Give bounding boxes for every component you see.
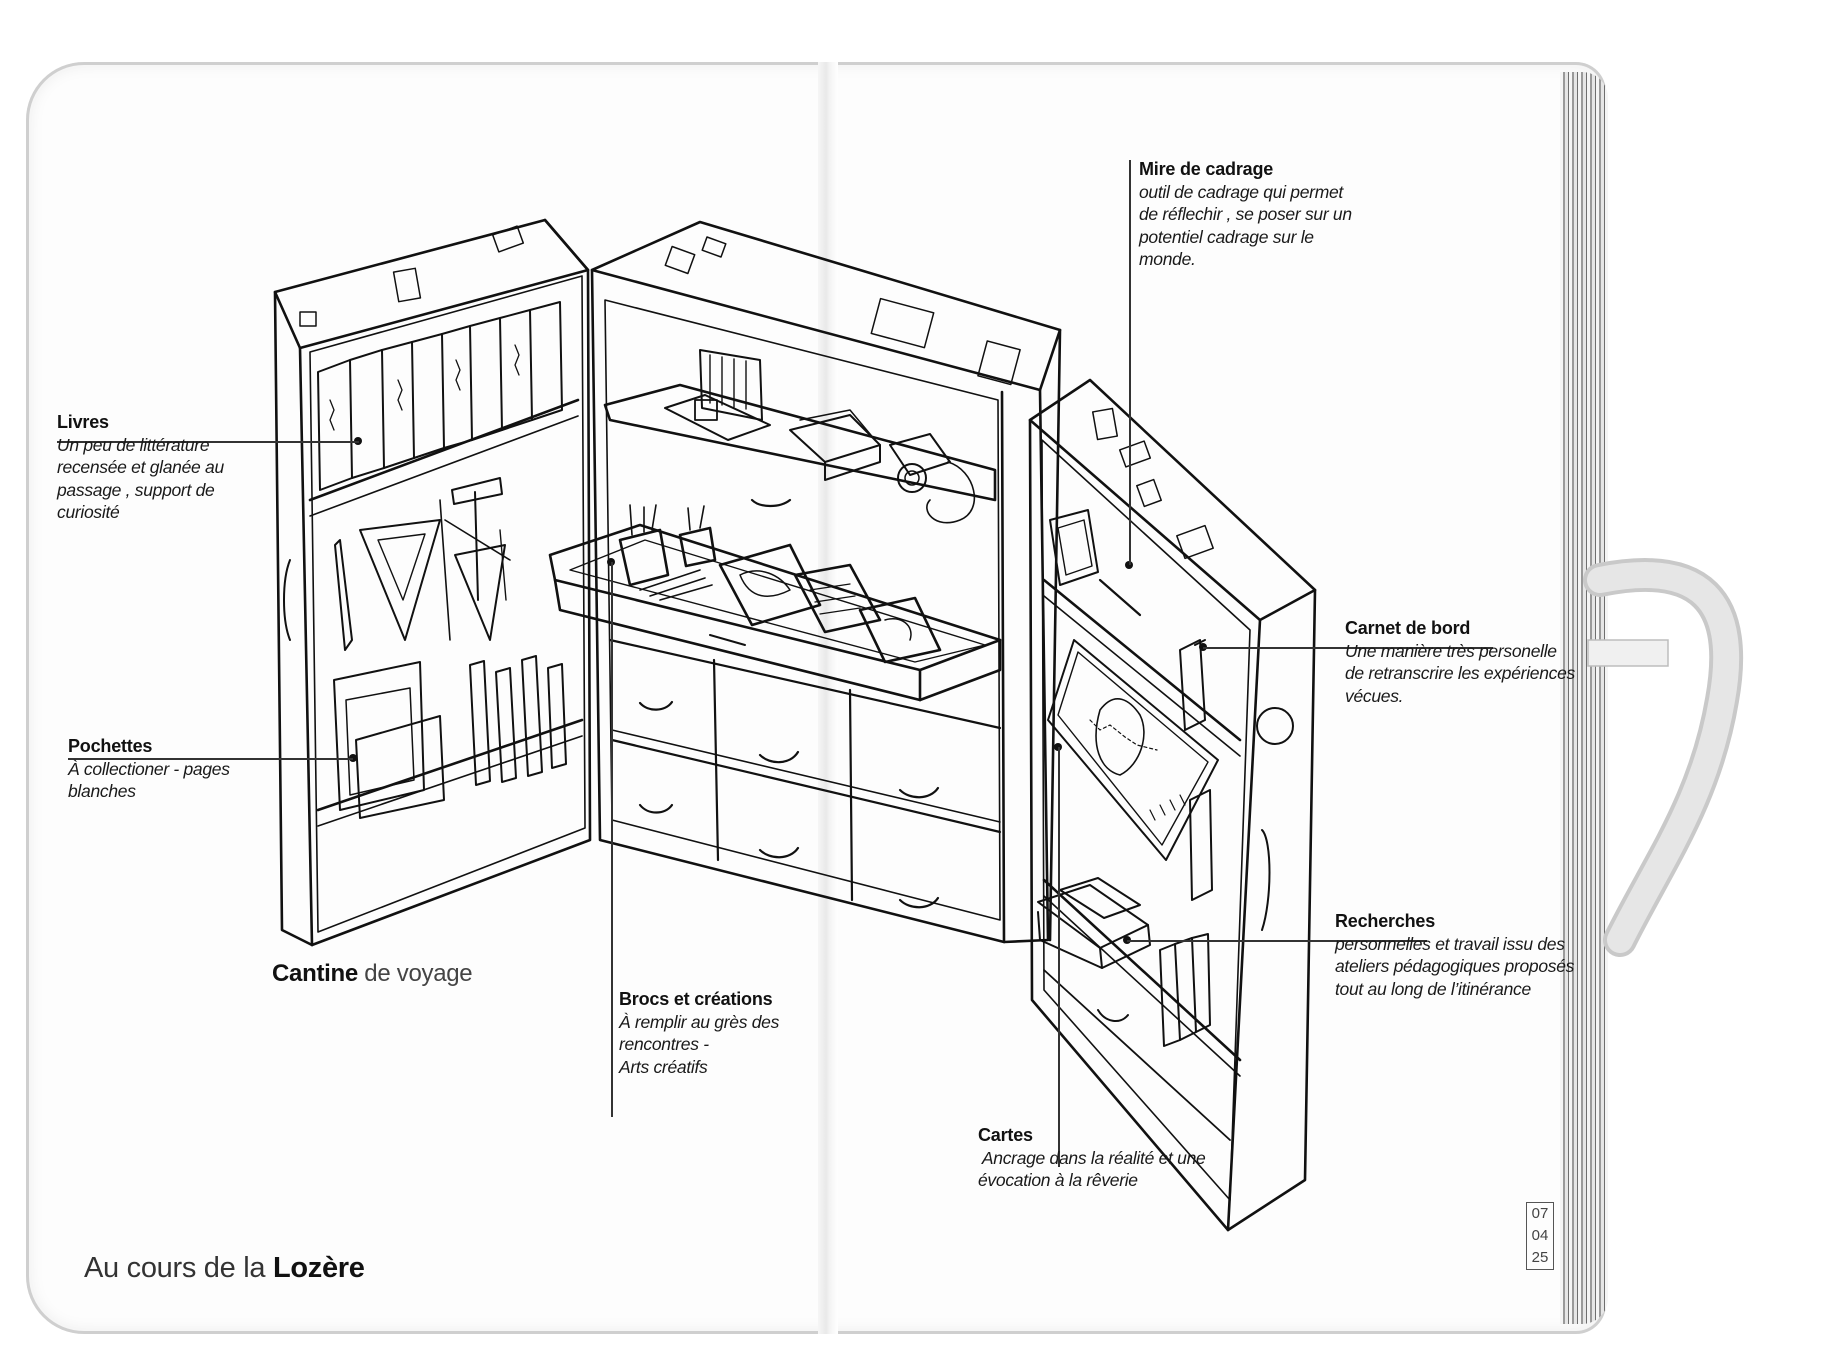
annotation-title: Livres xyxy=(57,412,109,432)
mire-leader xyxy=(1129,160,1131,565)
brocs-leader xyxy=(611,562,613,1117)
annotation-line: évocation à la rêverie xyxy=(978,1170,1138,1191)
annotation-line: rencontres - xyxy=(619,1034,709,1055)
footer-prefix: Au cours de la xyxy=(84,1252,266,1284)
annotation-title: Pochettes xyxy=(68,736,153,756)
recherches-leader xyxy=(1127,940,1427,942)
annotation-line: monde. xyxy=(1139,249,1196,270)
annotation-line: outil de cadrage qui permet xyxy=(1139,182,1343,203)
annotation-pochettes: Pochettes À collectioner - pages blanche… xyxy=(68,735,230,803)
annotation-cartes: Cartes Ancrage dans la réalité et une év… xyxy=(978,1124,1206,1192)
pouches xyxy=(333,655,567,819)
annotation-line: de réflechir , se poser sur un xyxy=(1139,204,1352,225)
annotation-line: personnelles et travail issu des xyxy=(1335,934,1565,955)
page-footer-title: Au cours de la Lozère xyxy=(84,1252,365,1285)
date-year: 25 xyxy=(1531,1249,1549,1266)
livres-leader xyxy=(57,441,359,443)
notebook-spread xyxy=(26,62,1606,1334)
map xyxy=(1047,639,1219,861)
drawing-tools xyxy=(334,477,511,651)
annotation-line: curiosité xyxy=(57,502,120,523)
carnet-leader xyxy=(1203,647,1493,649)
annotation-title: Carnet de bord xyxy=(1345,618,1471,638)
framing-tool xyxy=(1049,509,1142,617)
annotation-brocs: Brocs et créations À remplir au grès des… xyxy=(619,988,779,1078)
page-edges xyxy=(1560,72,1608,1324)
annotation-line: Un peu de littérature xyxy=(57,435,210,456)
annotation-livres: Livres Un peu de littérature recensée et… xyxy=(57,411,224,524)
notebooks xyxy=(1179,639,1213,901)
books xyxy=(317,301,563,491)
shelf-items xyxy=(664,349,881,481)
sketch-title: Cantine de voyage xyxy=(272,960,473,988)
camera xyxy=(889,433,976,524)
footer-place: Lozère xyxy=(272,1252,365,1284)
annotation-line: recensée et glanée au xyxy=(57,457,224,478)
annotation-line: passage , support de xyxy=(57,479,215,500)
sketch-title-light: de voyage xyxy=(364,960,473,987)
annotation-line: tout au long de l’itinérance xyxy=(1335,978,1531,999)
annotation-line: À collectioner - pages xyxy=(68,759,230,780)
annotation-line: Ancrage dans la réalité et une xyxy=(978,1148,1206,1169)
right-door xyxy=(1028,378,1317,1232)
annotation-carnet: Carnet de bord Une manière très personel… xyxy=(1345,617,1575,707)
annotation-line: potentiel cadrage sur le xyxy=(1139,226,1314,247)
date-day: 07 xyxy=(1531,1205,1549,1222)
annotation-mire: Mire de cadrage outil de cadrage qui per… xyxy=(1139,158,1352,271)
annotation-line: blanches xyxy=(68,781,136,802)
annotation-title: Mire de cadrage xyxy=(1139,159,1274,179)
annotation-title: Brocs et créations xyxy=(619,989,773,1009)
annotation-recherches: Recherches personnelles et travail issu … xyxy=(1335,910,1574,1000)
annotation-line: Arts créatifs xyxy=(619,1056,708,1077)
annotation-title: Cartes xyxy=(978,1125,1033,1145)
pochettes-leader xyxy=(68,758,353,760)
pochettes-dot xyxy=(349,754,357,762)
pull-out-tray xyxy=(548,504,1002,702)
annotation-line: vécues. xyxy=(1345,685,1404,706)
date-box: 07 04 25 xyxy=(1526,1202,1554,1270)
sketch-title-bold: Cantine xyxy=(272,960,358,987)
annotation-line: ateliers pédagogiques proposés xyxy=(1335,956,1575,977)
cartes-leader xyxy=(1058,747,1060,1167)
left-door xyxy=(273,218,592,947)
date-month: 04 xyxy=(1531,1227,1549,1244)
pen-loop xyxy=(1587,639,1669,667)
annotation-title: Recherches xyxy=(1335,911,1436,931)
annotation-line: À remplir au grès des xyxy=(619,1012,780,1033)
mire-dot xyxy=(1125,561,1133,569)
research-stack xyxy=(1037,877,1211,1047)
center-cabinet xyxy=(548,220,1062,944)
drawers xyxy=(608,498,1002,909)
annotation-line: Une manière très personelle xyxy=(1345,641,1557,662)
notebook-spine xyxy=(818,62,838,1334)
annotation-line: de retranscrire les expériences xyxy=(1345,663,1575,684)
